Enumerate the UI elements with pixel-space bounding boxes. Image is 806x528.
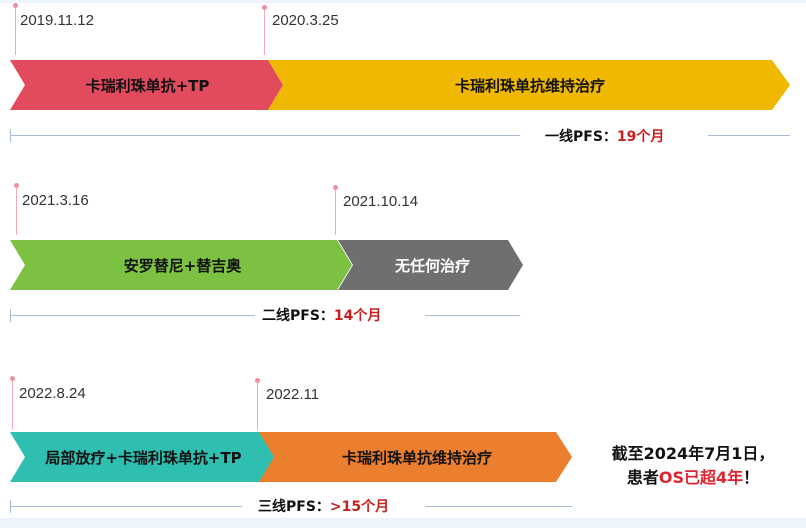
pfs-label: 三线PFS： <box>258 499 330 515</box>
pfs-label: 一线PFS： <box>545 129 617 145</box>
date-label: 2021.10.14 <box>343 193 419 210</box>
phase-arrow-3-2 <box>259 432 572 482</box>
background-top <box>0 0 806 3</box>
phase-label: 卡瑞利珠单抗维持治疗 <box>454 77 605 95</box>
date-label: 2021.3.16 <box>22 192 89 209</box>
pfs-text: 一线PFS：19个月 <box>545 126 664 146</box>
pfs-line <box>425 315 520 316</box>
phase-arrow-1-2 <box>268 60 790 110</box>
pfs-line <box>10 309 255 322</box>
pfs-value: >15个月 <box>329 499 390 515</box>
phase-label: 安罗替尼+替吉奥 <box>123 257 242 275</box>
pfs-label: 二线PFS： <box>262 308 334 324</box>
pfs-value: 19个月 <box>616 129 665 145</box>
date-label: 2022.8.24 <box>19 385 86 402</box>
note-line-2: 患者OS已超4年！ <box>598 466 788 490</box>
phase-label: 局部放疗+卡瑞利珠单抗+TP <box>45 449 242 467</box>
date-tick <box>333 185 338 235</box>
phase-label: 卡瑞利珠单抗+TP <box>85 77 210 95</box>
pfs-value: 14个月 <box>333 308 382 324</box>
pfs-line <box>425 506 572 507</box>
pfs-line <box>10 129 520 142</box>
date-tick <box>10 376 15 430</box>
phase-arrow-2-2 <box>338 240 523 290</box>
date-label: 2020.3.25 <box>272 12 339 29</box>
pfs-line <box>10 500 242 513</box>
os-note: 截至2024年7月1日， 患者OS已超4年！ <box>598 442 788 490</box>
pfs-text: 二线PFS：14个月 <box>262 305 381 325</box>
background-bottom <box>0 518 806 528</box>
note-text: 患者 <box>626 468 659 487</box>
note-text: ！ <box>743 468 760 487</box>
phase-arrow-2-1 <box>10 240 352 290</box>
note-highlight: OS已超4年 <box>658 468 744 487</box>
phase-arrow-1-1 <box>10 60 283 110</box>
pfs-text: 三线PFS：>15个月 <box>258 496 389 516</box>
date-tick <box>262 5 267 55</box>
pfs-line <box>708 135 790 136</box>
phase-arrow-3-1 <box>10 432 275 482</box>
phase-label: 无任何治疗 <box>394 257 470 275</box>
date-tick <box>14 183 19 235</box>
date-tick <box>13 3 18 55</box>
date-label: 2019.11.12 <box>20 12 94 29</box>
date-tick <box>255 378 260 430</box>
phase-label: 卡瑞利珠单抗维持治疗 <box>341 449 492 467</box>
note-line-1: 截至2024年7月1日， <box>611 444 775 463</box>
date-label: 2022.11 <box>266 386 320 403</box>
